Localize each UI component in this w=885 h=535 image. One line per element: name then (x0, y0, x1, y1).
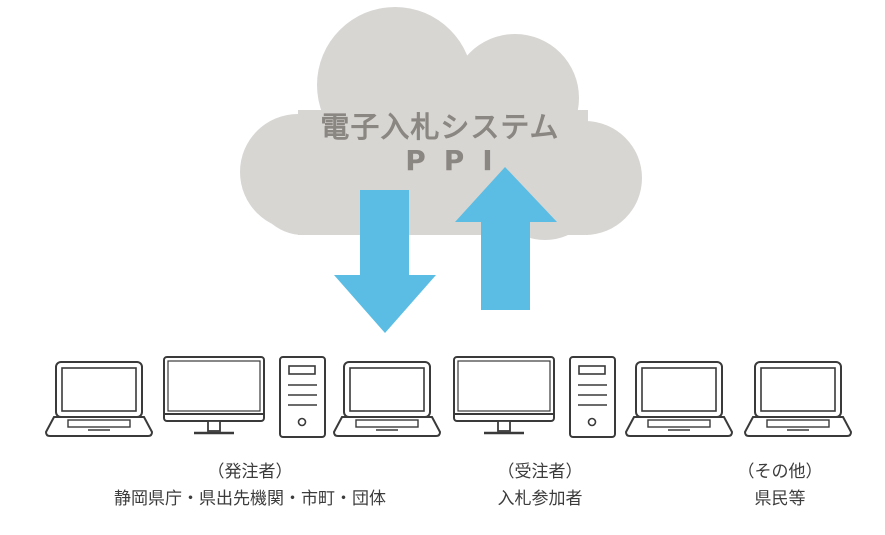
other-party-members: 県民等 (754, 489, 806, 509)
other-party-caption: （その他） 県民等 (710, 459, 850, 513)
laptop-icon (332, 361, 442, 437)
receiving-party-members: 入札参加者 (497, 489, 583, 509)
laptop-icon (44, 361, 154, 437)
cloud-subtitle: PPI (405, 144, 511, 177)
monitor-icon (163, 356, 265, 435)
receiving-party-caption: （受注者） 入札参加者 (450, 459, 630, 513)
laptop-icon (743, 361, 853, 437)
ordering-party-role: （発注者） (207, 462, 293, 482)
upload-arrow-icon (455, 167, 557, 310)
laptop-icon (624, 361, 734, 437)
other-party-role: （その他） (737, 462, 823, 482)
tower-pc-icon (279, 356, 326, 438)
tower-pc-icon (569, 356, 616, 438)
device-row (44, 356, 853, 438)
cloud-title: 電子入札システム (320, 110, 560, 144)
ordering-party-members: 静岡県庁・県出先機関・市町・団体 (114, 489, 386, 509)
receiving-party-role: （受注者） (497, 462, 583, 482)
monitor-icon (453, 356, 555, 435)
download-arrow-icon (334, 190, 436, 333)
ordering-party-caption: （発注者） 静岡県庁・県出先機関・市町・団体 (30, 459, 470, 513)
